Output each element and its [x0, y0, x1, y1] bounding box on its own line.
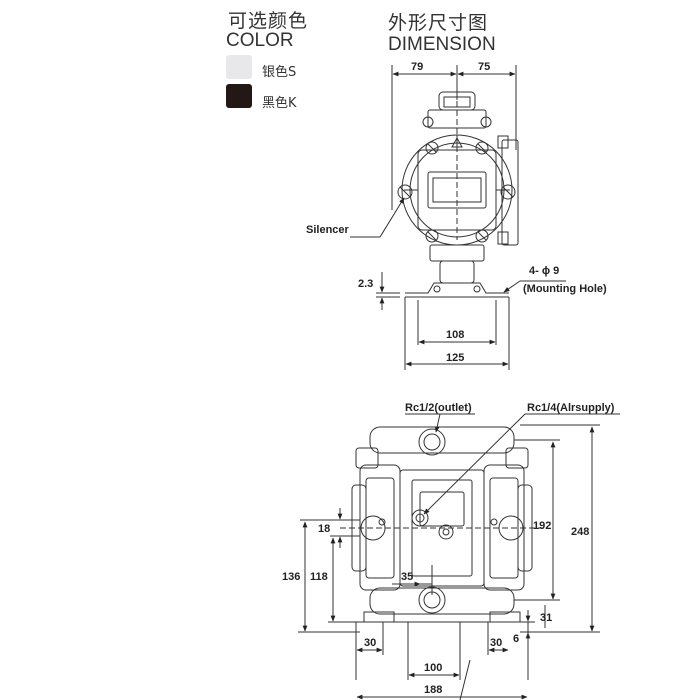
- dim-2-3: 2.3: [358, 278, 373, 290]
- dim-18: 18: [318, 523, 330, 535]
- dim-6: 6: [513, 633, 519, 645]
- dim-35: 35: [401, 571, 413, 583]
- dim-248: 248: [571, 526, 589, 538]
- dim-31: 31: [540, 612, 552, 624]
- mounting-hole-count: 4- ϕ 9: [529, 265, 559, 277]
- black-swatch: [226, 84, 252, 108]
- silencer-label: Silencer: [306, 224, 350, 236]
- dim-118: 118: [310, 571, 328, 583]
- dim-188: 188: [424, 684, 442, 696]
- dim-192: 192: [533, 520, 551, 532]
- dim-136: 136: [282, 571, 300, 583]
- outlet-label: Rc1/2(outlet): [405, 402, 472, 414]
- dimension-title-cn: 外形尺寸图: [388, 12, 489, 34]
- black-label: 黑色K: [262, 96, 297, 111]
- side-view: [350, 65, 566, 370]
- mounting-hole-label: (Mounting Hole): [523, 283, 607, 295]
- silver-swatch: [226, 55, 252, 79]
- dim-30-left: 30: [364, 637, 376, 649]
- color-title-cn: 可选颜色: [228, 10, 309, 32]
- dim-100: 100: [424, 662, 442, 674]
- dim-75: 75: [478, 61, 490, 73]
- dim-125: 125: [446, 352, 464, 364]
- dim-108: 108: [446, 329, 464, 341]
- air-supply-label: Rc1/4(Alrsupply): [527, 402, 615, 414]
- silver-label: 银色S: [262, 65, 297, 80]
- dim-30-right: 30: [490, 637, 502, 649]
- front-view: [298, 413, 620, 700]
- dimension-title-en: DIMENSION: [388, 34, 496, 55]
- color-title-en: COLOR: [226, 30, 294, 51]
- dim-79: 79: [411, 61, 423, 73]
